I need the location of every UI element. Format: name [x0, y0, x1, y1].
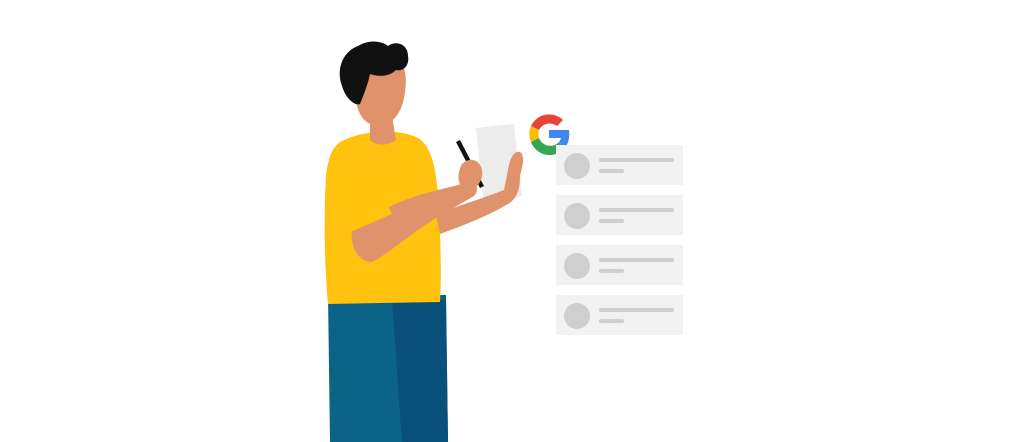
- result-line-primary: [599, 158, 674, 162]
- hair: [339, 41, 409, 105]
- google-logo-icon: [529, 114, 570, 156]
- result-line-primary: [599, 308, 674, 312]
- result-card: [556, 195, 683, 235]
- hand: [458, 159, 483, 191]
- result-line-secondary: [599, 169, 624, 173]
- result-card: [556, 295, 683, 335]
- head: [339, 41, 409, 126]
- result-line-primary: [599, 258, 674, 262]
- result-line-secondary: [599, 319, 624, 323]
- result-line-secondary: [599, 269, 624, 273]
- result-card: [556, 245, 683, 285]
- result-avatar: [564, 253, 590, 279]
- pants: [328, 295, 448, 442]
- shirt-sleeve: [330, 147, 392, 232]
- result-avatar: [564, 303, 590, 329]
- result-card: [556, 145, 683, 185]
- result-avatar: [564, 203, 590, 229]
- result-line-secondary: [599, 219, 624, 223]
- result-line-primary: [599, 208, 674, 212]
- result-avatar: [564, 153, 590, 179]
- arm-back: [351, 181, 477, 262]
- arm-front: [436, 151, 524, 234]
